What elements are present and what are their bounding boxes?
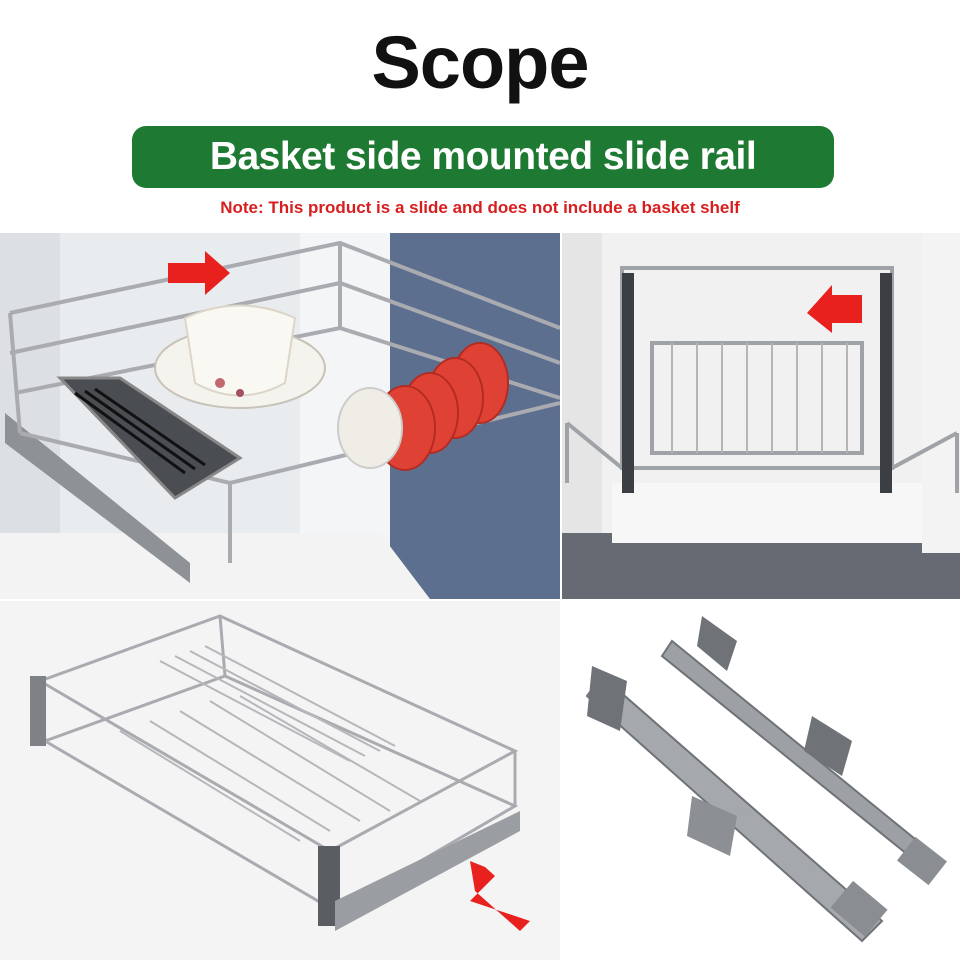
page-title: Scope — [371, 21, 589, 104]
photo-slide-rails-pair — [562, 601, 960, 960]
photo-basket-in-cabinet — [562, 233, 960, 599]
photo-basket-with-bowls — [0, 233, 560, 599]
photo-dish-rack-basket — [0, 601, 560, 960]
arrow-left-icon — [807, 285, 862, 333]
arrow-up-left-icon — [470, 861, 530, 931]
banner-label: Basket side mounted slide rail — [209, 135, 757, 178]
product-note: Note: This product is a slide and does n… — [220, 198, 740, 217]
product-banner: Basket side mounted slide rail — [132, 126, 834, 188]
arrow-right-icon — [168, 251, 230, 295]
